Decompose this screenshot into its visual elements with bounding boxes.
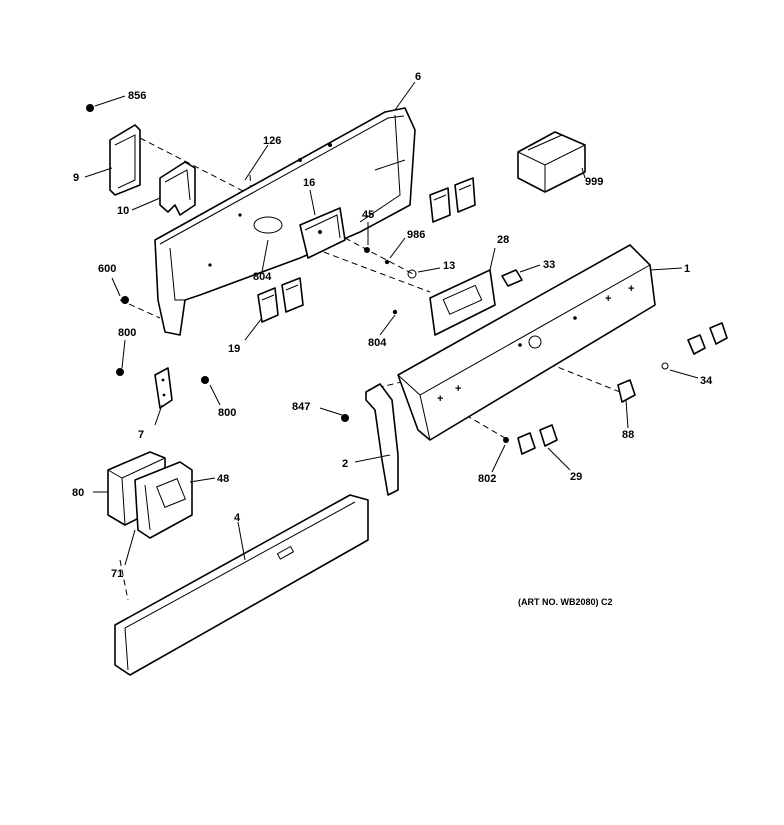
label-33: 33	[543, 259, 555, 271]
svg-text:+: +	[605, 293, 611, 305]
label-4: 4	[234, 512, 241, 524]
label-19: 19	[228, 343, 240, 355]
label-6: 6	[415, 71, 421, 83]
control-panel: + + + +	[397, 244, 656, 441]
knob-group-29	[517, 424, 558, 455]
kit-box-999	[517, 131, 586, 193]
knob-group-34	[687, 322, 728, 355]
label-600: 600	[98, 263, 116, 275]
label-847: 847	[292, 401, 310, 413]
label-9: 9	[73, 172, 79, 184]
label-856: 856	[128, 90, 146, 102]
label-34: 34	[700, 375, 713, 387]
label-28: 28	[497, 234, 509, 246]
knob-88	[617, 379, 636, 403]
callout-labels: 856 6 126 9 10 16 45 986 28 13 33 1 999 …	[72, 71, 713, 607]
label-10: 10	[117, 205, 129, 217]
svg-text:+: +	[437, 393, 443, 405]
switch-upper	[429, 177, 476, 223]
label-2: 2	[342, 458, 348, 470]
label-1: 1	[684, 263, 690, 275]
label-29: 29	[570, 471, 582, 483]
label-80: 80	[72, 487, 84, 499]
label-16: 16	[303, 177, 315, 189]
label-800-upper: 800	[118, 327, 136, 339]
label-999: 999	[585, 176, 603, 188]
label-126: 126	[263, 135, 281, 147]
lower-trim-4	[114, 494, 369, 676]
label-986: 986	[407, 229, 425, 241]
timer-face-48	[134, 461, 193, 539]
fasteners	[86, 104, 669, 443]
svg-text:+: +	[628, 283, 634, 295]
label-13: 13	[443, 260, 455, 272]
backguard-panel	[154, 107, 416, 336]
mounting-bracket-16	[299, 207, 346, 259]
clip-33	[501, 269, 523, 287]
label-45: 45	[362, 209, 374, 221]
switch-19	[257, 277, 304, 323]
label-804-lower: 804	[368, 337, 387, 349]
svg-text:+: +	[455, 383, 461, 395]
label-802: 802	[478, 473, 496, 485]
label-71: 71	[111, 568, 123, 580]
label-800-lower: 800	[218, 407, 236, 419]
label-7: 7	[138, 429, 144, 441]
side-bracket-9	[109, 124, 141, 196]
bracket-7	[154, 367, 173, 409]
end-bracket-2	[365, 383, 399, 496]
bracket-plate-28	[429, 269, 496, 336]
art-number: (ART NO. WB2080) C2	[518, 597, 613, 607]
leader-lines	[84, 81, 699, 566]
label-88: 88	[622, 429, 634, 441]
label-804-upper: 804	[253, 271, 272, 283]
label-48: 48	[217, 473, 229, 485]
side-bracket-10	[159, 161, 196, 216]
